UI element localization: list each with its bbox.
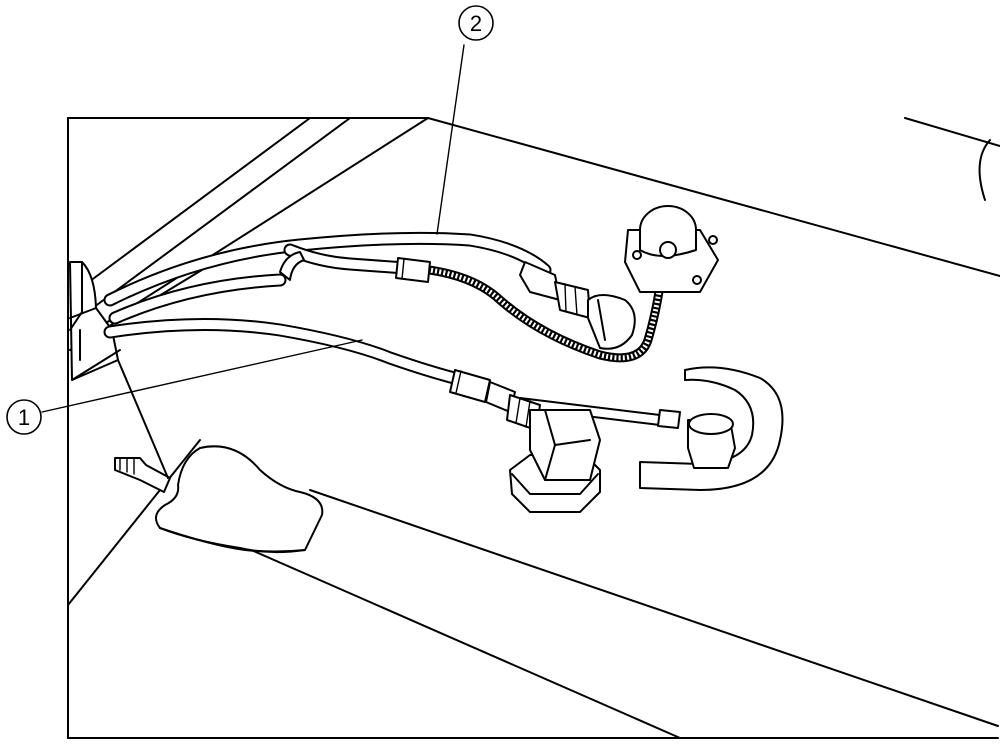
curved-clamp [639, 366, 784, 491]
callout-2: 2 [458, 5, 494, 41]
hose-lower [103, 273, 469, 387]
leader-lines [41, 44, 465, 413]
hose-ferrule-lower [449, 369, 516, 413]
strap [155, 445, 324, 554]
hose-ferrule-upper [395, 257, 431, 283]
callout-1-label: 1 [18, 405, 30, 430]
callout-1: 1 [6, 399, 42, 435]
braided-hose-upper [405, 245, 669, 363]
left-bracket [69, 261, 121, 381]
elbow-fitting-upper [519, 261, 636, 350]
strap-fitting [114, 359, 171, 493]
hose-clip [279, 251, 305, 281]
elbow-fitting-lower [506, 394, 601, 513]
frame-rails [69, 117, 1000, 351]
small-hex-fitting [657, 409, 736, 469]
figure-frame [67, 117, 999, 739]
callout-2-label: 2 [470, 11, 482, 36]
cap-fitting [624, 205, 719, 293]
